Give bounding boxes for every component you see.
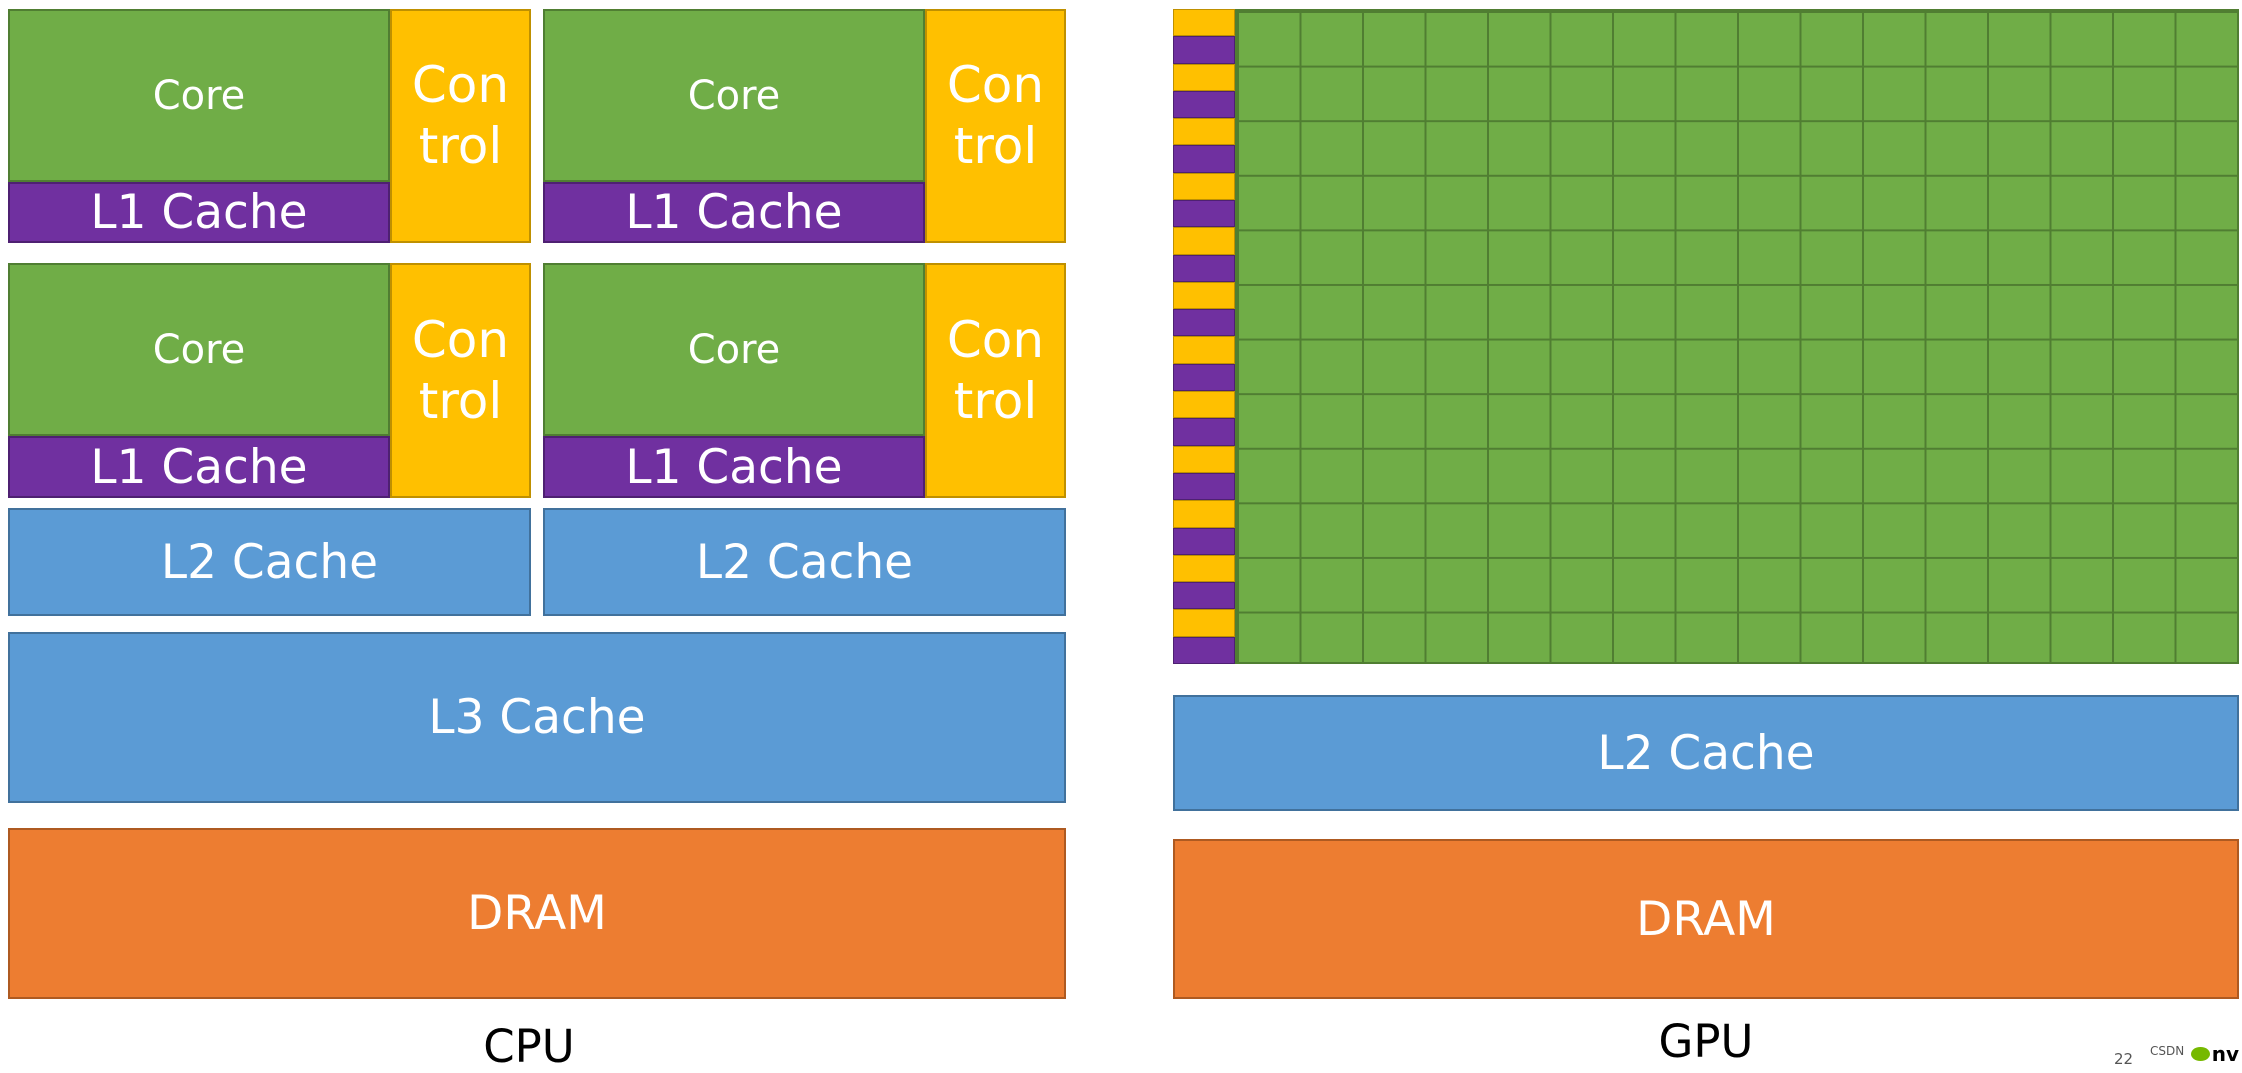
gpu-l1-cache-cell xyxy=(1173,145,1235,173)
nvidia-eye-icon xyxy=(2191,1047,2210,1061)
gpu-l1-cache-cell xyxy=(1173,309,1235,337)
page-number: 22 xyxy=(2114,1050,2134,1068)
gpu-control-cell xyxy=(1173,391,1235,419)
control-label-line1: Con xyxy=(411,56,510,114)
control-label-line2: trol xyxy=(418,371,503,430)
gpu-control-cell xyxy=(1173,227,1235,255)
cpu-l1-cache-block: L1 Cache xyxy=(8,436,390,498)
gpu-core-grid xyxy=(1235,9,2239,664)
gpu-l1-cache-cell xyxy=(1173,582,1235,610)
gpu-l1-cache-cell xyxy=(1173,418,1235,446)
gpu-label: GPU xyxy=(1658,1015,1754,1068)
cpu-l2-cache-block: L2 Cache xyxy=(8,508,531,616)
cpu-control-block: Con trol xyxy=(925,263,1066,498)
cpu-label: CPU xyxy=(483,1020,575,1073)
gpu-control-cell xyxy=(1173,609,1235,637)
control-label-line2: trol xyxy=(953,371,1038,430)
gpu-l1-cache-cell xyxy=(1173,363,1235,392)
watermark-text: CSDN xyxy=(2150,1044,2185,1058)
cpu-control-block: Con trol xyxy=(390,263,531,498)
cpu-control-block: Con trol xyxy=(925,9,1066,243)
cpu-core-block: Core xyxy=(8,9,390,182)
gpu-control-cell xyxy=(1173,172,1235,201)
gpu-core-array xyxy=(1173,9,2239,664)
gpu-l1-cache-cell xyxy=(1173,90,1235,119)
gpu-control-cell xyxy=(1173,63,1235,91)
gpu-dram-block: DRAM xyxy=(1173,839,2239,999)
cpu-l2-cache-block: L2 Cache xyxy=(543,508,1066,616)
cpu-control-block: Con trol xyxy=(390,9,531,243)
cpu-dram-block: DRAM xyxy=(8,828,1066,999)
cpu-core-block: Core xyxy=(543,9,925,182)
gpu-l1-cache-cell xyxy=(1173,200,1235,228)
nvidia-logo-text: nv xyxy=(2211,1042,2239,1066)
control-label-line1: Con xyxy=(946,56,1045,114)
gpu-l1-cache-cell xyxy=(1173,36,1235,64)
control-label-line2: trol xyxy=(418,117,503,175)
control-label-line1: Con xyxy=(946,310,1045,369)
cpu-core-block: Core xyxy=(543,263,925,436)
gpu-l1-cache-cell xyxy=(1173,472,1235,501)
gpu-control-cell xyxy=(1173,554,1235,583)
cpu-l1-cache-block: L1 Cache xyxy=(8,182,390,243)
gpu-control-cell xyxy=(1173,281,1235,310)
gpu-l1-cache-cell xyxy=(1173,636,1235,664)
cpu-core-block: Core xyxy=(8,263,390,436)
gpu-control-cell xyxy=(1173,118,1235,146)
gpu-control-cell xyxy=(1173,500,1235,528)
control-label-line1: Con xyxy=(411,310,510,369)
cpu-l1-cache-block: L1 Cache xyxy=(543,182,925,243)
nvidia-logo: nv xyxy=(2191,1042,2239,1066)
gpu-control-cell xyxy=(1173,336,1235,364)
control-label-line2: trol xyxy=(953,117,1038,175)
gpu-l1-cache-cell xyxy=(1173,527,1235,555)
cpu-l3-cache-block: L3 Cache xyxy=(8,632,1066,803)
gpu-control-cell xyxy=(1173,445,1235,473)
gpu-control-cell xyxy=(1173,9,1235,37)
cpu-l1-cache-block: L1 Cache xyxy=(543,436,925,498)
gpu-l1-cache-cell xyxy=(1173,254,1235,282)
gpu-l2-cache-block: L2 Cache xyxy=(1173,695,2239,811)
